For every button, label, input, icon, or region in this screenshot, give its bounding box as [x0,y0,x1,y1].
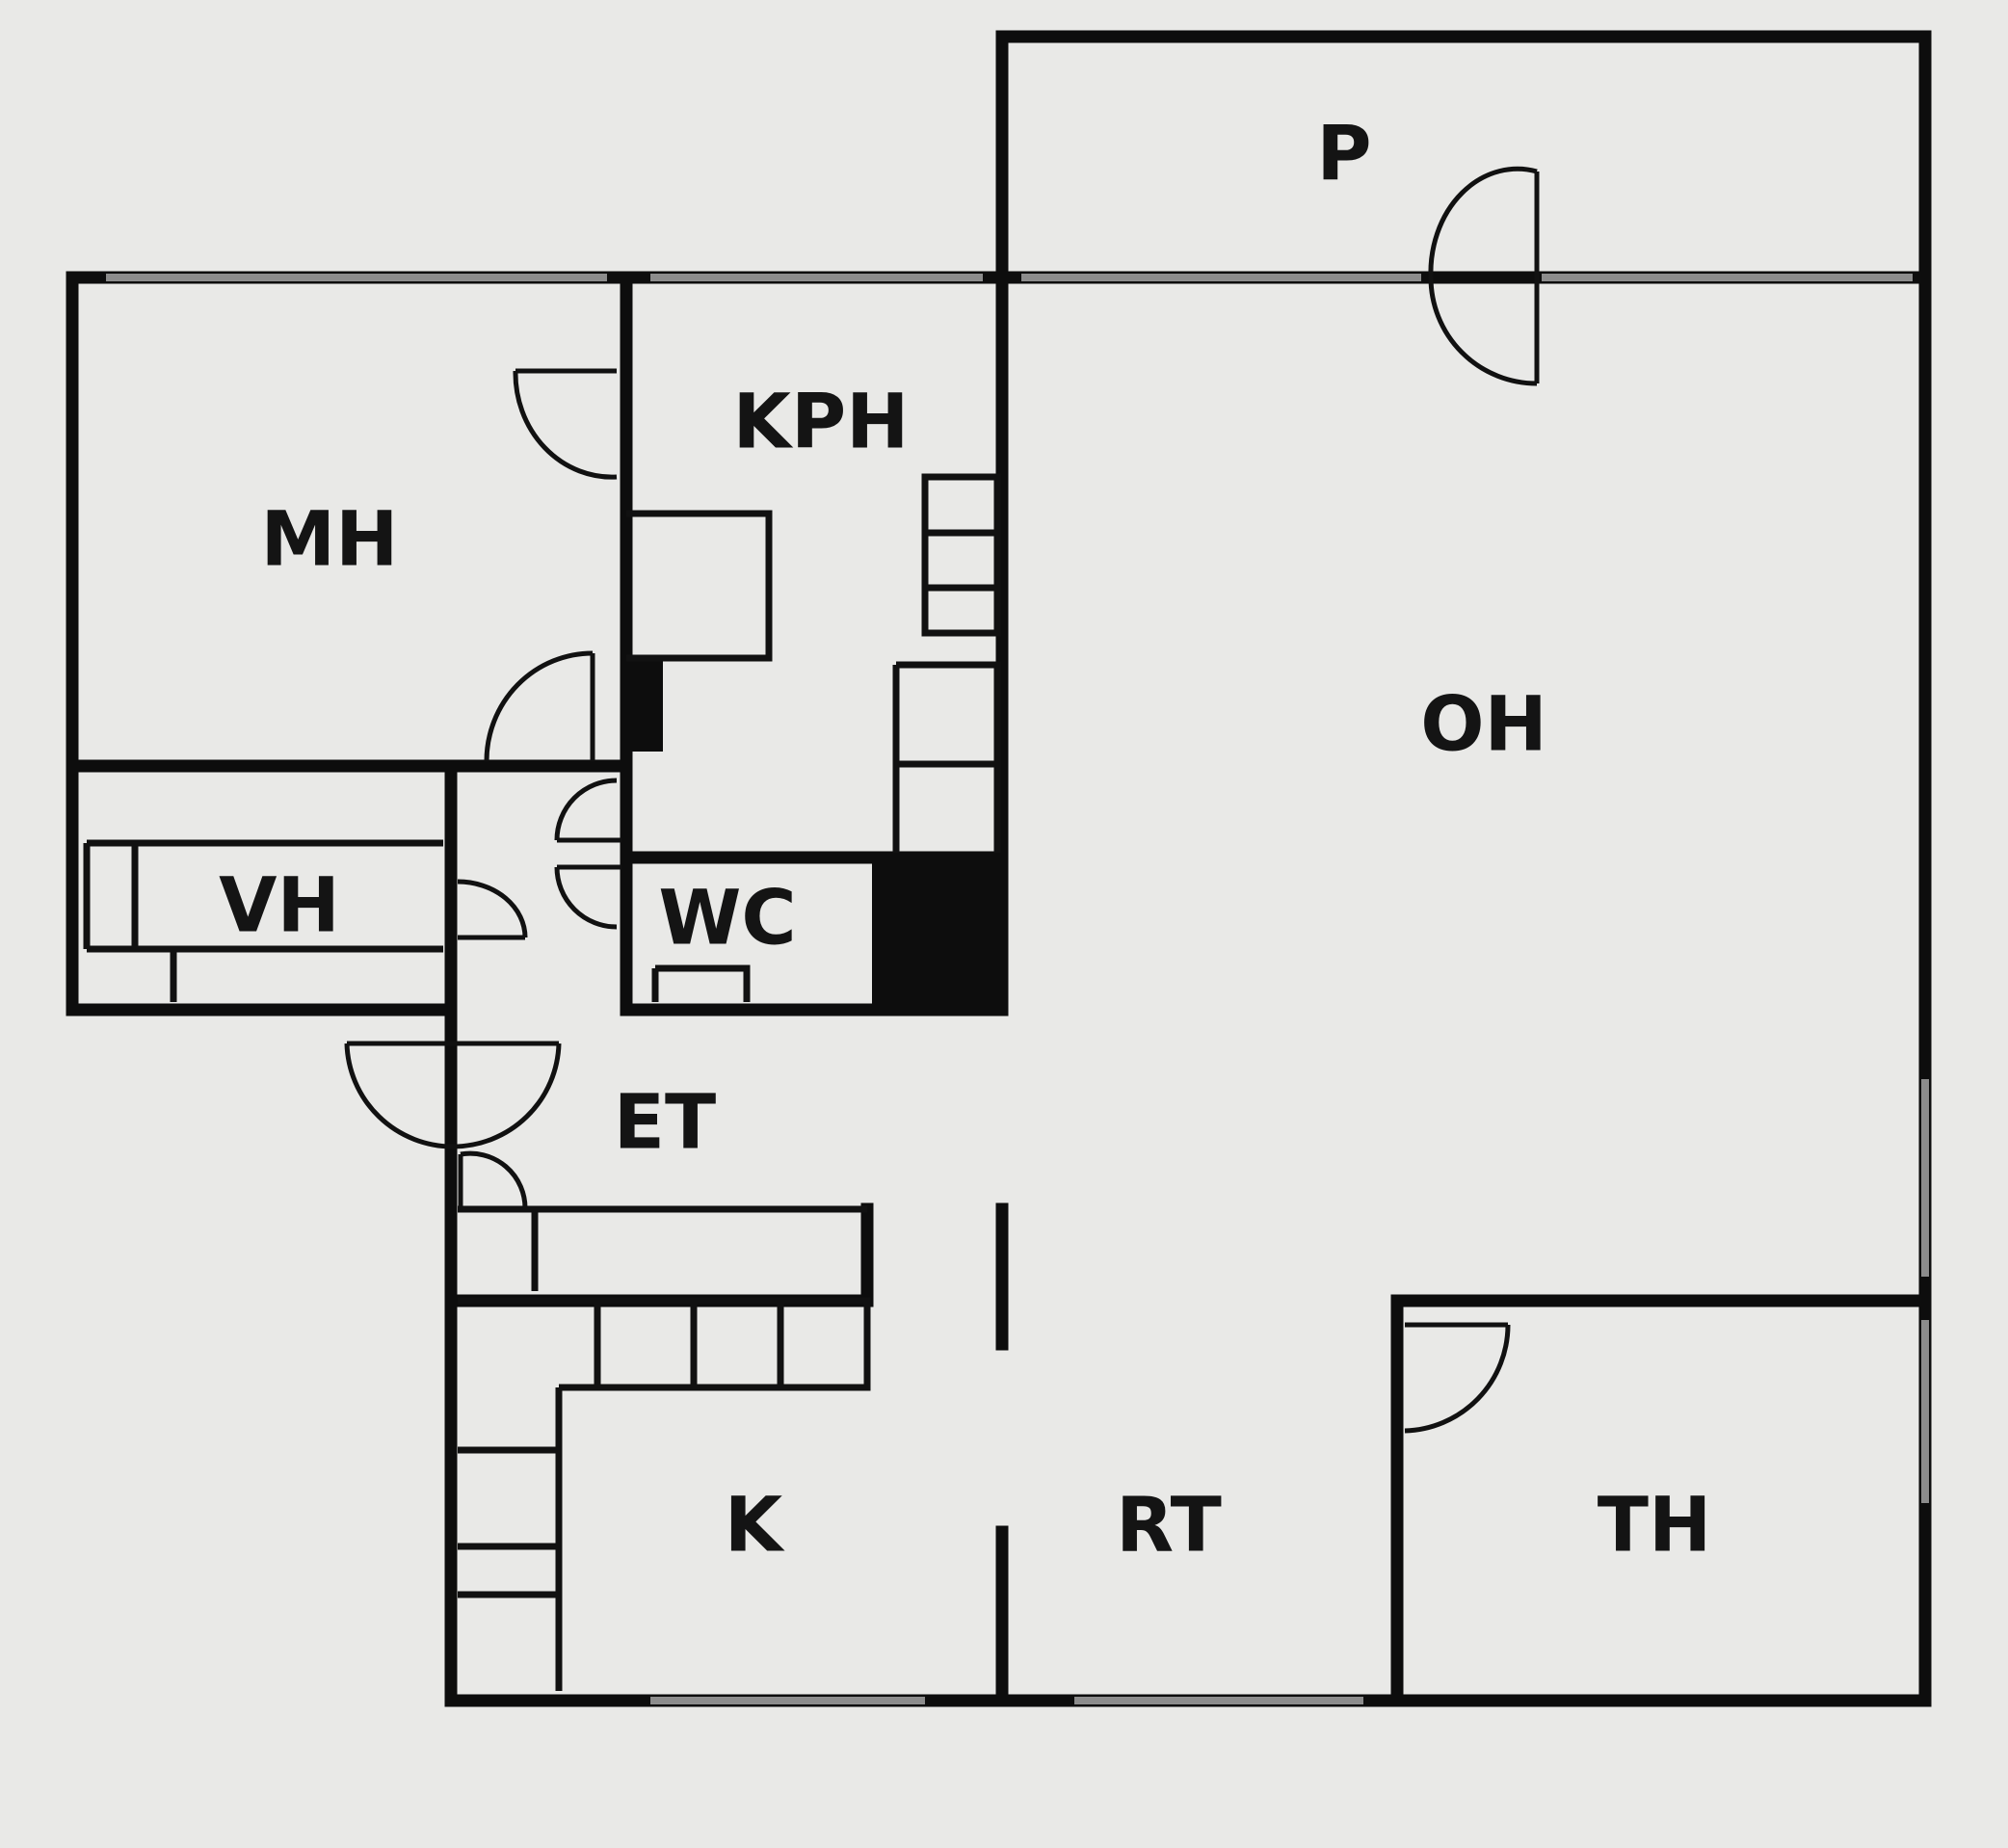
room-label-k: K [725,1482,785,1569]
room-label-kph: KPH [733,379,910,465]
room-label-vh: VH [219,862,340,949]
room-label-mh: MH [261,496,399,583]
room-label-p: P [1316,111,1371,198]
room-labels: P KPH MH OH VH WC ET K RT TH [219,111,1711,1569]
room-label-rt: RT [1116,1482,1222,1569]
room-label-et: ET [614,1079,717,1166]
room-label-oh: OH [1420,681,1547,768]
shafts [626,655,1005,1015]
windows [106,274,1929,1704]
room-label-wc: WC [658,875,796,962]
fixtures [83,473,1001,1691]
doors [344,166,1540,1434]
room-label-th: TH [1598,1482,1712,1569]
